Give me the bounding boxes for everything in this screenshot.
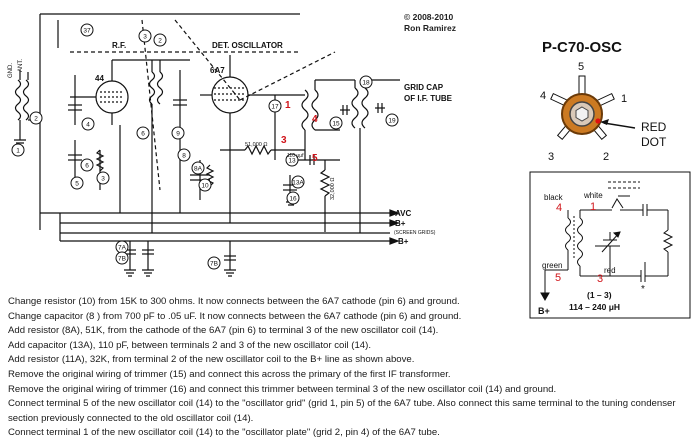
svg-text:18: 18 bbox=[362, 80, 370, 87]
note-line: Connect terminal 5 of the new oscillator… bbox=[8, 398, 676, 424]
copyright-line2: Ron Ramirez bbox=[404, 23, 456, 33]
svg-text:4: 4 bbox=[86, 122, 90, 129]
label-51k: 51,000 Ω bbox=[245, 142, 267, 148]
svg-text:37: 37 bbox=[83, 28, 91, 35]
svg-text:10: 10 bbox=[201, 183, 209, 190]
callout-labels: 1 2 4 6 5 3 6 37 3 2 9 8 8A 10 17 13 13A… bbox=[16, 28, 396, 268]
inset-num-1: 1 bbox=[590, 201, 596, 213]
note-line: Connect terminal 1 of the new oscillator… bbox=[8, 427, 440, 439]
svg-text:8A: 8A bbox=[194, 166, 203, 173]
inset-num-5: 5 bbox=[555, 272, 561, 284]
label-tube-44: 44 bbox=[95, 74, 104, 83]
svg-text:5: 5 bbox=[75, 181, 79, 188]
label-b-plus: B+ bbox=[395, 219, 406, 228]
label-avc: AVC bbox=[395, 209, 412, 218]
label-rf: R.F. bbox=[112, 41, 126, 50]
label-grid-cap-2: OF I.F. TUBE bbox=[404, 94, 453, 103]
inset-label-white: white bbox=[583, 191, 603, 200]
inset-circuit bbox=[540, 181, 674, 302]
inset-label-green: green bbox=[542, 261, 562, 270]
svg-text:15: 15 bbox=[332, 121, 340, 128]
label-ant: ANT. bbox=[18, 59, 24, 72]
coil-pin-2: 2 bbox=[603, 151, 609, 163]
note-line: Change resistor (10) from 15K to 300 ohm… bbox=[8, 296, 460, 307]
inset-num-4: 4 bbox=[556, 202, 562, 214]
inset-asterisk: * bbox=[641, 284, 645, 295]
svg-text:9: 9 bbox=[176, 131, 180, 138]
inset-inductance: 114 – 240 μH bbox=[569, 302, 620, 312]
svg-text:6: 6 bbox=[85, 163, 89, 170]
note-line: Add capacitor (13A), 110 pF, between ter… bbox=[8, 339, 371, 351]
label-screen-grids: (SCREEN GRIDS) bbox=[394, 230, 436, 236]
coil-pin-3: 3 bbox=[548, 151, 554, 163]
note-line: Change capacitor (8 ) from 700 pF to .05… bbox=[8, 310, 462, 322]
terminal-5: 5 bbox=[312, 153, 318, 164]
callout-circles bbox=[11, 23, 399, 270]
terminal-3: 3 bbox=[281, 135, 287, 146]
note-line: Remove the original wiring of trimmer (1… bbox=[8, 368, 451, 380]
svg-text:6: 6 bbox=[141, 131, 145, 138]
label-tube-6a7: 6A7 bbox=[210, 66, 225, 75]
svg-text:2: 2 bbox=[158, 38, 162, 45]
svg-text:2: 2 bbox=[34, 116, 38, 123]
label-32k: 32,000 Ω bbox=[330, 178, 336, 200]
label-110: 110 μμf bbox=[287, 153, 304, 159]
terminal-4: 4 bbox=[312, 114, 318, 125]
red-dot-label-2: DOT bbox=[641, 135, 667, 149]
svg-text:7A: 7A bbox=[118, 245, 127, 252]
instruction-notes: Change resistor (10) from 15K to 300 ohm… bbox=[8, 295, 696, 441]
terminal-1: 1 bbox=[285, 100, 291, 111]
svg-text:8: 8 bbox=[182, 153, 186, 160]
coil-title: P-C70-OSC bbox=[542, 39, 622, 56]
label-b-plus-2: B+ bbox=[398, 237, 409, 246]
svg-text:7B: 7B bbox=[210, 261, 218, 268]
schematic-red-terminals: 1 4 3 5 bbox=[281, 100, 318, 164]
svg-text:17: 17 bbox=[271, 104, 279, 111]
svg-text:3: 3 bbox=[143, 34, 147, 41]
coil-pin-4: 4 bbox=[540, 90, 546, 102]
note-line: Add resistor (8A), 51K, from the cathode… bbox=[8, 325, 439, 337]
copyright-line1: © 2008-2010 bbox=[404, 12, 454, 22]
svg-text:7B: 7B bbox=[118, 256, 126, 263]
schematic-main bbox=[14, 13, 400, 277]
label-grid-cap-1: GRID CAP bbox=[404, 83, 444, 92]
inset-frame bbox=[529, 171, 691, 319]
note-line: Remove the original wiring of trimmer (1… bbox=[8, 383, 557, 395]
svg-text:3: 3 bbox=[101, 176, 105, 183]
label-gnd: GND. bbox=[8, 63, 14, 78]
svg-text:1: 1 bbox=[16, 148, 20, 155]
inset-label-black: black bbox=[544, 193, 564, 202]
inset-b-plus: B+ bbox=[538, 306, 550, 316]
note-line: Add resistor (11A), 32K, from terminal 2… bbox=[8, 354, 415, 366]
inset-range: (1 – 3) bbox=[587, 290, 612, 300]
svg-text:13A: 13A bbox=[292, 180, 304, 187]
svg-text:16: 16 bbox=[289, 196, 297, 203]
red-dot-label-1: RED bbox=[641, 120, 667, 134]
coil-pin-1: 1 bbox=[621, 93, 627, 105]
label-det-osc: DET. OSCILLATOR bbox=[212, 41, 283, 50]
coil-pin-5: 5 bbox=[578, 61, 584, 73]
inset-num-3: 3 bbox=[597, 273, 603, 285]
coil-base bbox=[550, 75, 636, 141]
svg-text:13: 13 bbox=[288, 158, 296, 165]
inset-label-red: red bbox=[604, 266, 616, 275]
svg-text:19: 19 bbox=[388, 118, 396, 125]
